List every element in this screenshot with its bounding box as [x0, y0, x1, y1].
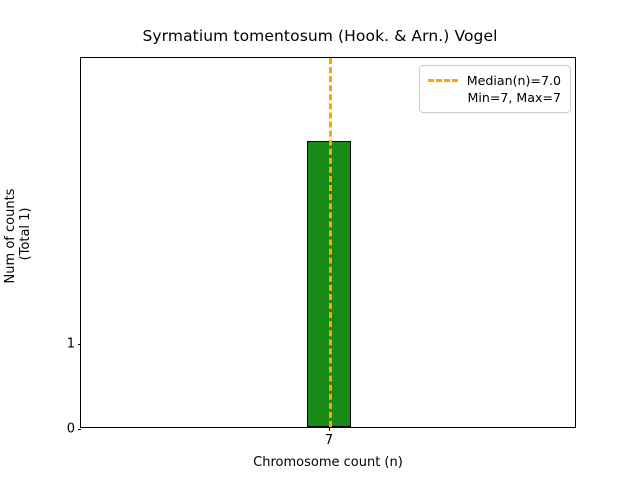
- legend-label-median: Median(n)=7.0: [466, 73, 561, 88]
- xtick-mark-7: [329, 427, 330, 431]
- ytick-mark-1: [77, 344, 81, 345]
- y-axis-label: Num of counts (Total 1): [3, 106, 33, 366]
- ytick-label-1: 1: [66, 336, 75, 352]
- orange-dashed-line-icon: [427, 79, 458, 82]
- plot-area: [81, 58, 575, 427]
- x-axis-label: Chromosome count (n): [253, 455, 403, 470]
- plot-axes: 1 0 7 Median(n)=7.0 Min=7, Max=7: [67, 57, 576, 448]
- ytick-mark-0: [77, 429, 81, 430]
- chart-title: Syrmatium tomentosum (Hook. & Arn.) Voge…: [142, 27, 498, 45]
- legend-label-range: Min=7, Max=7: [467, 90, 561, 105]
- median-line: [329, 58, 332, 427]
- y-axis-label-line1: Num of counts: [3, 188, 18, 284]
- xtick-label-7: 7: [324, 433, 334, 448]
- legend-entry-range: Min=7, Max=7: [428, 89, 561, 106]
- legend-box: Median(n)=7.0 Min=7, Max=7: [418, 65, 571, 113]
- y-axis-label-line2: (Total 1): [18, 207, 33, 265]
- legend-entry-median: Median(n)=7.0: [427, 72, 561, 89]
- ytick-label-0: 0: [66, 421, 75, 437]
